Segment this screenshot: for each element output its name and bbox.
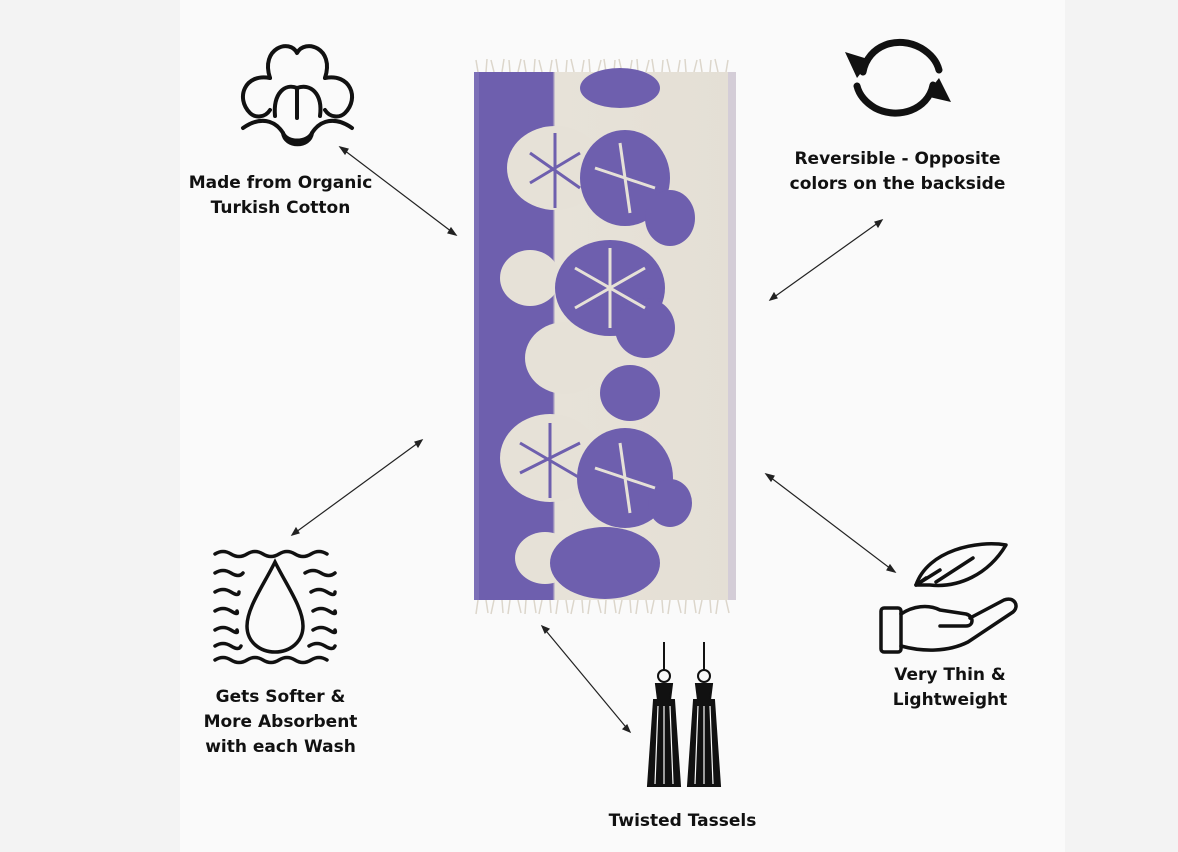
arrow-absorbent bbox=[291, 439, 423, 536]
lightweight-line-1: Very Thin & bbox=[894, 665, 1006, 685]
lightweight-feature-label: Very Thin & Lightweight bbox=[850, 663, 1050, 713]
absorbent-line-1: Gets Softer & bbox=[215, 687, 346, 707]
water-drop-icon bbox=[213, 549, 338, 665]
tassels-line-1: Twisted Tassels bbox=[608, 811, 757, 831]
arrow-tassels bbox=[541, 625, 631, 733]
lightweight-line-2: Lightweight bbox=[892, 690, 1008, 710]
cotton-feature-label: Made from Organic Turkish Cotton bbox=[188, 171, 373, 221]
reversible-line-2: colors on the backside bbox=[789, 174, 1006, 194]
cotton-line-1: Made from Organic bbox=[188, 173, 373, 193]
tassels-icon bbox=[646, 642, 722, 787]
feather-hand-icon bbox=[879, 542, 1018, 654]
absorbent-line-3: with each Wash bbox=[205, 737, 356, 757]
cotton-flower-icon bbox=[240, 44, 355, 147]
arrow-reversible bbox=[769, 219, 883, 301]
reversible-line-1: Reversible - Opposite bbox=[794, 149, 1001, 169]
cotton-line-2: Turkish Cotton bbox=[210, 198, 351, 218]
arrow-cotton bbox=[339, 146, 457, 236]
reversible-feature-label: Reversible - Opposite colors on the back… bbox=[780, 147, 1015, 197]
towel-illustration bbox=[474, 58, 736, 615]
absorbent-feature-label: Gets Softer & More Absorbent with each W… bbox=[188, 685, 373, 760]
absorbent-line-2: More Absorbent bbox=[203, 712, 358, 732]
reverse-arrows-icon bbox=[845, 38, 951, 117]
arrow-lightweight bbox=[765, 473, 896, 573]
tassels-feature-label: Twisted Tassels bbox=[590, 809, 775, 834]
